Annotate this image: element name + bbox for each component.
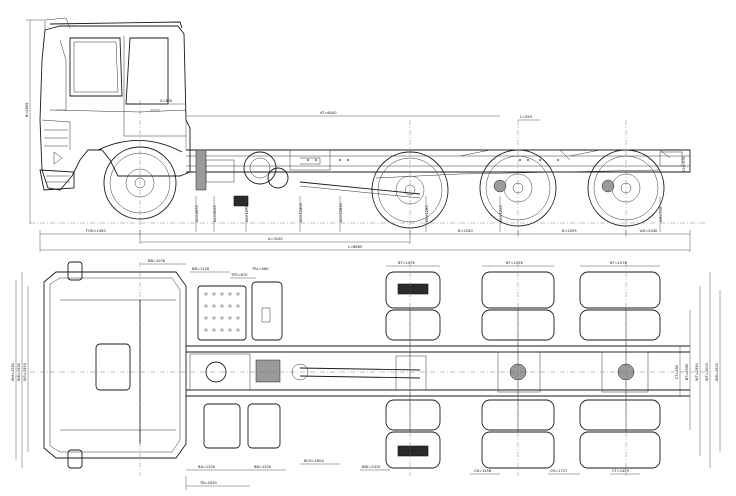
plan-left-v1-label: WH=2550 bbox=[11, 362, 15, 381]
al2-label: AL=6225 bbox=[213, 205, 217, 222]
al5-label: AL=12400 bbox=[299, 202, 303, 222]
plan-b-front2-label: BB=1128 bbox=[192, 267, 210, 271]
plan-d3-label: BCH=1804 bbox=[304, 459, 324, 463]
side-height-label: CH=975 bbox=[682, 156, 686, 171]
plan-b1-label: BT=1076 bbox=[398, 261, 416, 265]
plan-left-v2-label: WB=2550 bbox=[17, 362, 21, 381]
plan-d2-label: BB=1250 bbox=[254, 465, 272, 469]
r-small-label: AH=705 bbox=[659, 207, 663, 222]
top-dim-label: AT=6000 bbox=[320, 111, 337, 115]
tank-label: TRT=670 bbox=[230, 273, 248, 277]
axle-pos2-label: AL=1205 bbox=[499, 205, 503, 222]
plan-total-label: TB=2630 bbox=[199, 481, 218, 485]
rear-overhang-label: AH=2040 bbox=[640, 229, 658, 233]
frame-height-label: Z=600 bbox=[160, 99, 173, 103]
plan-b2-label: BT=1076 bbox=[506, 261, 524, 265]
plan-right-v5-label: WB=2500 bbox=[715, 362, 719, 381]
height-label: H=2865 bbox=[25, 103, 29, 118]
plan-right-v4-label: WT=2000 bbox=[705, 362, 709, 381]
plan-right-v3-label: WT=2550 bbox=[695, 362, 699, 381]
al1-label: AL=4675 bbox=[195, 205, 199, 222]
front-overhang-label: FOH=1450 bbox=[86, 229, 106, 233]
plan-d1-label: BA=1250 bbox=[198, 465, 216, 469]
plan-d7-label: CT=1429 bbox=[612, 469, 630, 473]
plan-right-v2-label: BT=2550 bbox=[685, 363, 689, 381]
axle-pos-label: AL=1285 bbox=[425, 205, 429, 222]
side-view: H=2865 AT=6000 Z=600 L=550 CH=975 FOH=14… bbox=[25, 17, 706, 252]
plan-b3-label: BT=1076 bbox=[610, 261, 628, 265]
lift-dim-label: L=550 bbox=[520, 115, 533, 119]
plan-left-v3-label: WS=2550 bbox=[23, 362, 27, 381]
rear-axle-3 bbox=[579, 271, 661, 469]
plan-right-v1-label: CT=950 bbox=[675, 364, 679, 379]
plan-d5-label: CB=1256 bbox=[474, 469, 492, 473]
tank2-label: TRL=560 bbox=[251, 267, 269, 271]
total-length-label: L=8685 bbox=[348, 245, 362, 249]
b1-label: B=2200 bbox=[458, 229, 473, 233]
wheelbase-label: A=3100 bbox=[268, 237, 283, 241]
al3-label: AL=12750 bbox=[245, 202, 249, 222]
plan-d6-label: CH=1727 bbox=[550, 469, 567, 473]
plan-d4-label: BDI=2415 bbox=[362, 465, 380, 469]
b2-label: B=2295 bbox=[562, 229, 577, 233]
plan-view: BB=1076 BB=1128 TRT=670 TRL=560 BT=1076 … bbox=[11, 259, 721, 490]
al6-label: AL=12850 bbox=[339, 202, 343, 222]
plan-b-front-label: BB=1076 bbox=[148, 259, 166, 263]
